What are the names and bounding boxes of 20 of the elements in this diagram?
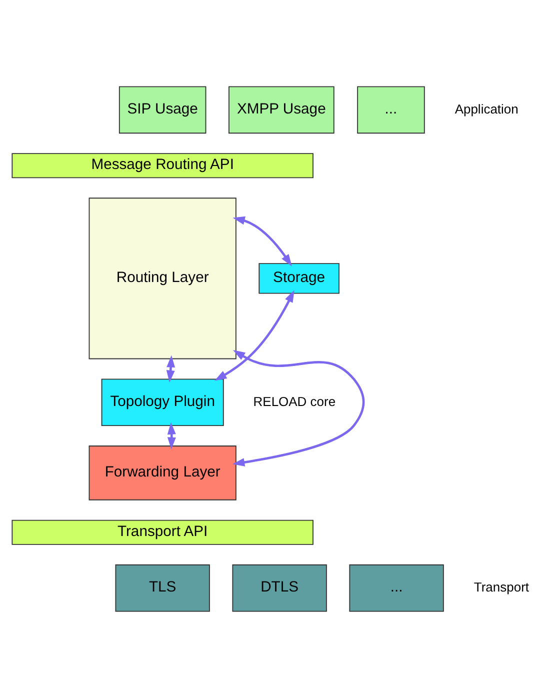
arrow (167, 422, 176, 449)
node-box: TLS (115, 564, 210, 612)
node-box: Topology Plugin (101, 378, 224, 426)
node-box: ... (357, 86, 425, 134)
label: RELOAD core (253, 393, 336, 408)
node-box: XMPP Usage (228, 86, 334, 134)
node-box: ... (349, 564, 444, 612)
arrow (232, 350, 365, 466)
node-box: SIP Usage (118, 86, 206, 134)
label: Application (454, 100, 518, 116)
node-box: DTLS (232, 564, 327, 612)
node-box: Forwarding Layer (88, 445, 236, 500)
node-box: Storage (258, 262, 340, 294)
node-box: Message Routing API (12, 152, 314, 178)
node-box: Routing Layer (88, 197, 236, 359)
label: Transport (474, 579, 530, 594)
arrow (166, 354, 176, 382)
arrow (232, 216, 292, 266)
arrow (214, 290, 294, 380)
node-box: Transport API (12, 519, 314, 544)
